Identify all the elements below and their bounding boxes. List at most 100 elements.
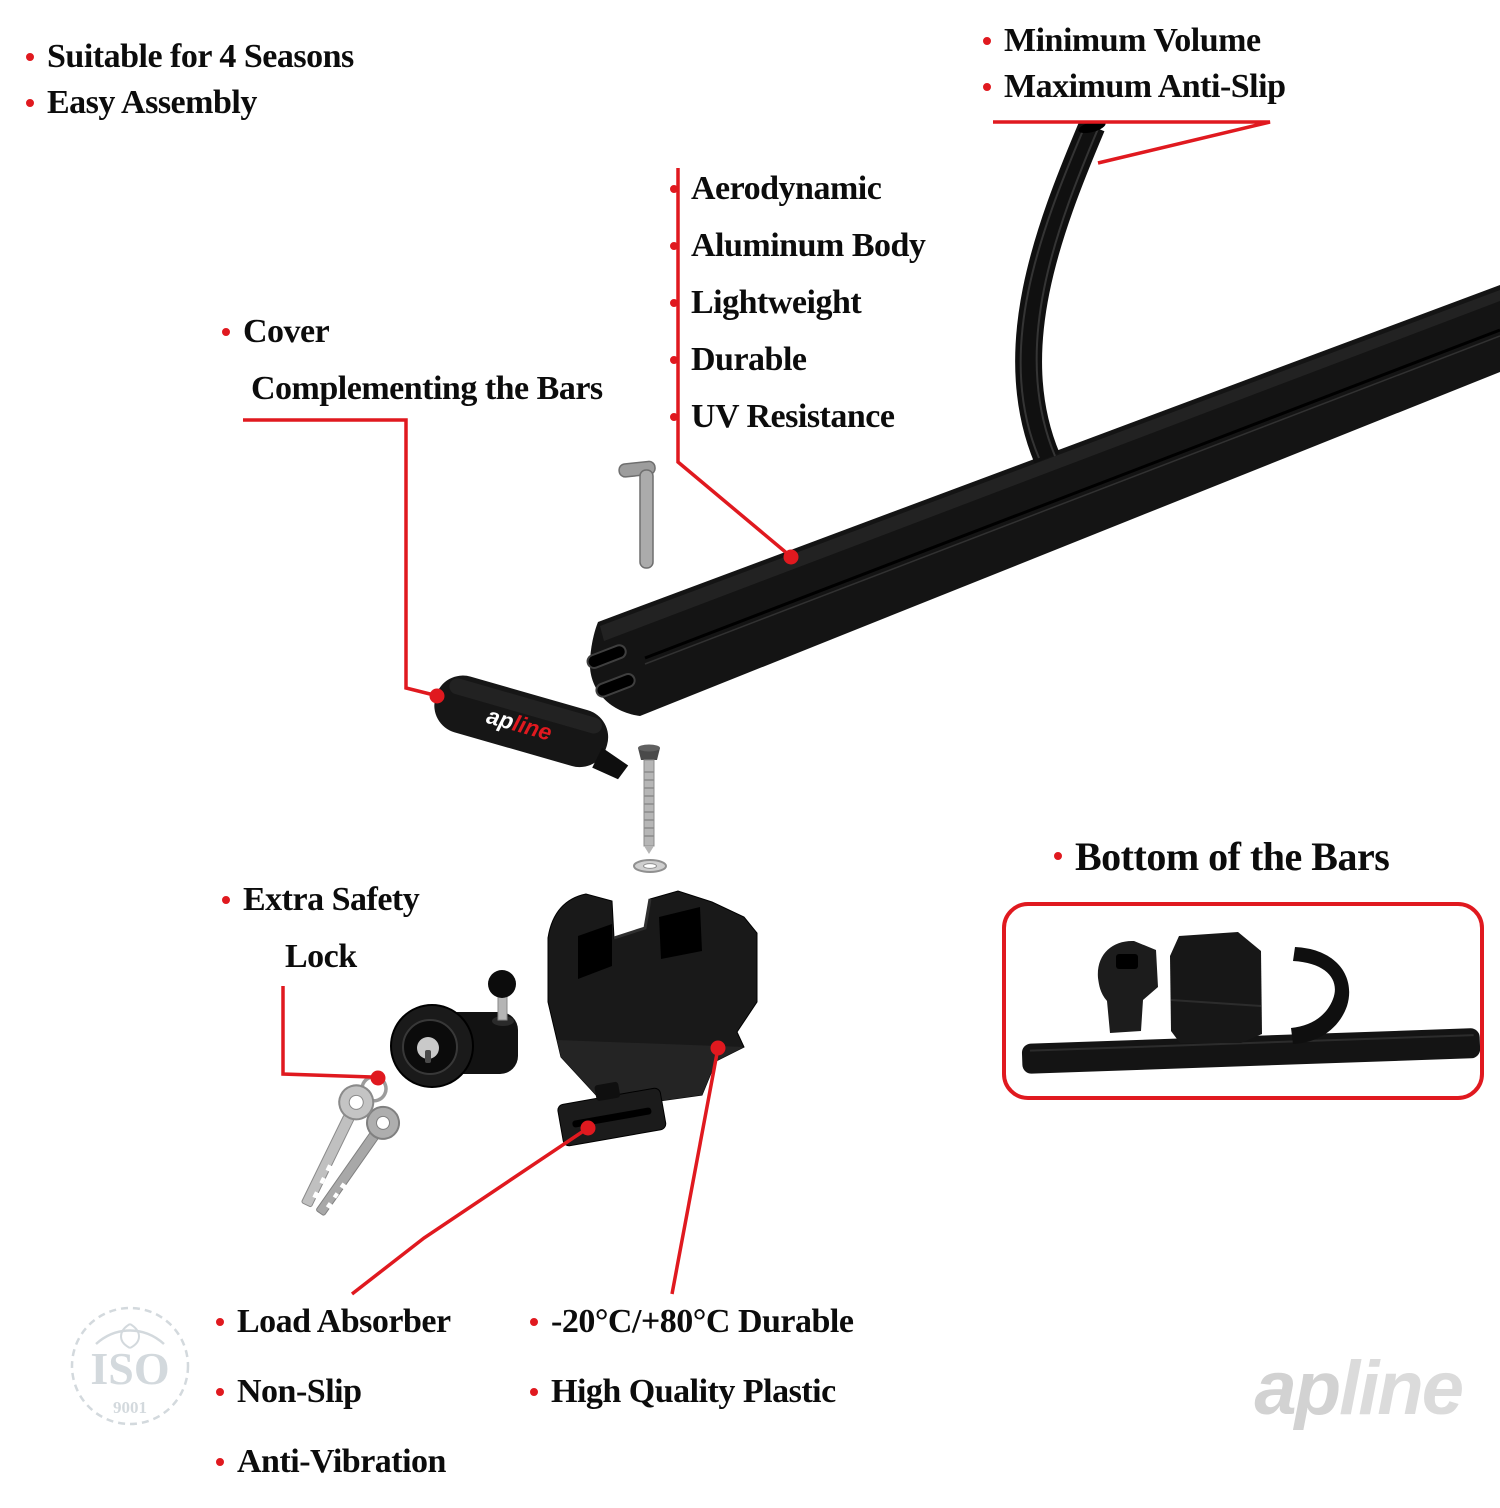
key-front-notch [312,1191,320,1199]
connector-dot-foot [710,1040,726,1056]
bullet-icon [670,298,678,307]
connector-dot-lock [370,1070,386,1086]
brand-suffix: line [1339,1346,1463,1431]
lock-cylinder [417,1037,439,1059]
bullet-icon [983,83,991,91]
note-item: Bottom of the Bars [1054,833,1390,879]
iso-globe-arc [95,1329,165,1345]
detail-claw-notch [1116,954,1138,969]
note-item: High Quality Plastic [530,1368,853,1416]
note-label: Aluminum Body [691,226,926,264]
note-item: Extra Safety [222,876,420,924]
rubber-strip-body [1015,120,1105,464]
note-item: Anti-Vibration [216,1438,451,1486]
lock-pin-knob [488,970,516,998]
note-item: Suitable for 4 Seasons [26,34,354,80]
crossbar-groove-highlight [644,335,1500,665]
cover-hook [592,747,629,780]
end-slot-bottom [595,672,636,698]
connector-bar-features [676,168,791,557]
connector-antislip [993,120,1271,165]
keys-illustration [301,1075,401,1216]
brand-watermark: apline [1254,1346,1462,1431]
cover-illustration: apline [434,675,629,780]
note-label: Extra Safety [243,881,420,918]
pad-nub [594,1081,621,1101]
bullet-icon [216,1318,224,1326]
connector-durability [670,1047,720,1295]
foot-mount-edge [613,898,652,940]
key-back-hole [376,1115,391,1130]
note-item: Aluminum Body [670,217,926,274]
note-item: Load Absorber [216,1298,451,1346]
bullet-icon [530,1388,538,1396]
bottom-of-bars-frame [1002,902,1484,1100]
bullet-icon [670,184,678,193]
key-back-notch [325,1202,333,1210]
note-item: Complementing the Bars [222,365,603,413]
note-label: High Quality Plastic [551,1373,836,1410]
connector-dot-cover [429,688,445,704]
key-back-notch [339,1182,347,1190]
note-label: Easy Assembly [47,84,257,121]
note-label: Lock [285,938,357,975]
key-back-notch [332,1192,339,1199]
bolt-threads [644,771,654,837]
allen-key-shaft [639,469,654,569]
bullet-icon [216,1388,224,1396]
cover-highlight [449,678,602,734]
bolt-tip [644,846,654,854]
bullet-icon [222,896,230,904]
washer-illustration [633,859,667,873]
note-item: Lock [222,933,419,981]
crossbar-body [589,285,1500,716]
note-label: Complementing the Bars [251,370,603,407]
brand-prefix: ap [1254,1346,1339,1431]
end-slot-top [586,644,627,669]
bullet-icon [670,412,678,421]
connector-load-absorber [350,1126,589,1296]
note-item: Maximum Anti-Slip [983,64,1286,110]
bullet-icon [26,53,34,61]
lock-keyhole-icon [425,1050,431,1063]
note-label: Anti-Vibration [237,1443,446,1480]
rubber-strip-illustration [1015,120,1106,464]
note-label: -20°C/+80°C Durable [551,1303,854,1340]
connector-dot-pad [580,1120,596,1136]
note-item: UV Resistance [670,388,925,445]
top-right-notes: Minimum Volume Maximum Anti-Slip [983,18,1286,110]
note-label: Suitable for 4 Seasons [47,38,354,75]
key-front-hole [348,1094,364,1110]
bottom-bars-detail-art [1021,932,1481,1074]
note-label: UV Resistance [691,397,895,435]
detail-foot-facet [1170,999,1262,1007]
note-label: Cover [243,313,330,350]
bullet-icon [222,328,230,336]
bottom-of-bars-label: Bottom of the Bars [1054,833,1390,879]
top-left-notes: Suitable for 4 Seasons Easy Assembly [26,34,354,126]
safety-lock-note: Extra Safety Lock [222,876,420,981]
iso-globe-meridians [120,1323,140,1349]
note-label: Durable [691,340,807,378]
cover-note: Cover Complementing the Bars [222,308,603,413]
note-label: Lightweight [691,283,862,321]
iso-ring [70,1306,190,1426]
bullet-icon [1054,852,1062,860]
crossbar-end-slots [586,644,636,698]
allen-key-icon [618,460,656,569]
note-item: Minimum Volume [983,18,1285,64]
bullet-icon [216,1458,224,1466]
bullet-icon [670,355,678,364]
detail-foot-block [1170,932,1262,1043]
foot-mount-slot-left [578,924,612,979]
connector-lock [281,986,373,1079]
iso-badge-watermark: ISO 9001 [70,1306,190,1426]
bullet-icon [670,241,678,250]
note-label: Minimum Volume [1004,22,1261,59]
note-item: Non-Slip [216,1368,451,1416]
note-item: Durable [670,331,925,388]
note-label: Maximum Anti-Slip [1004,68,1286,105]
iso-number: 9001 [113,1398,147,1417]
key-front [301,1084,375,1208]
note-item: Aerodynamic [670,160,925,217]
